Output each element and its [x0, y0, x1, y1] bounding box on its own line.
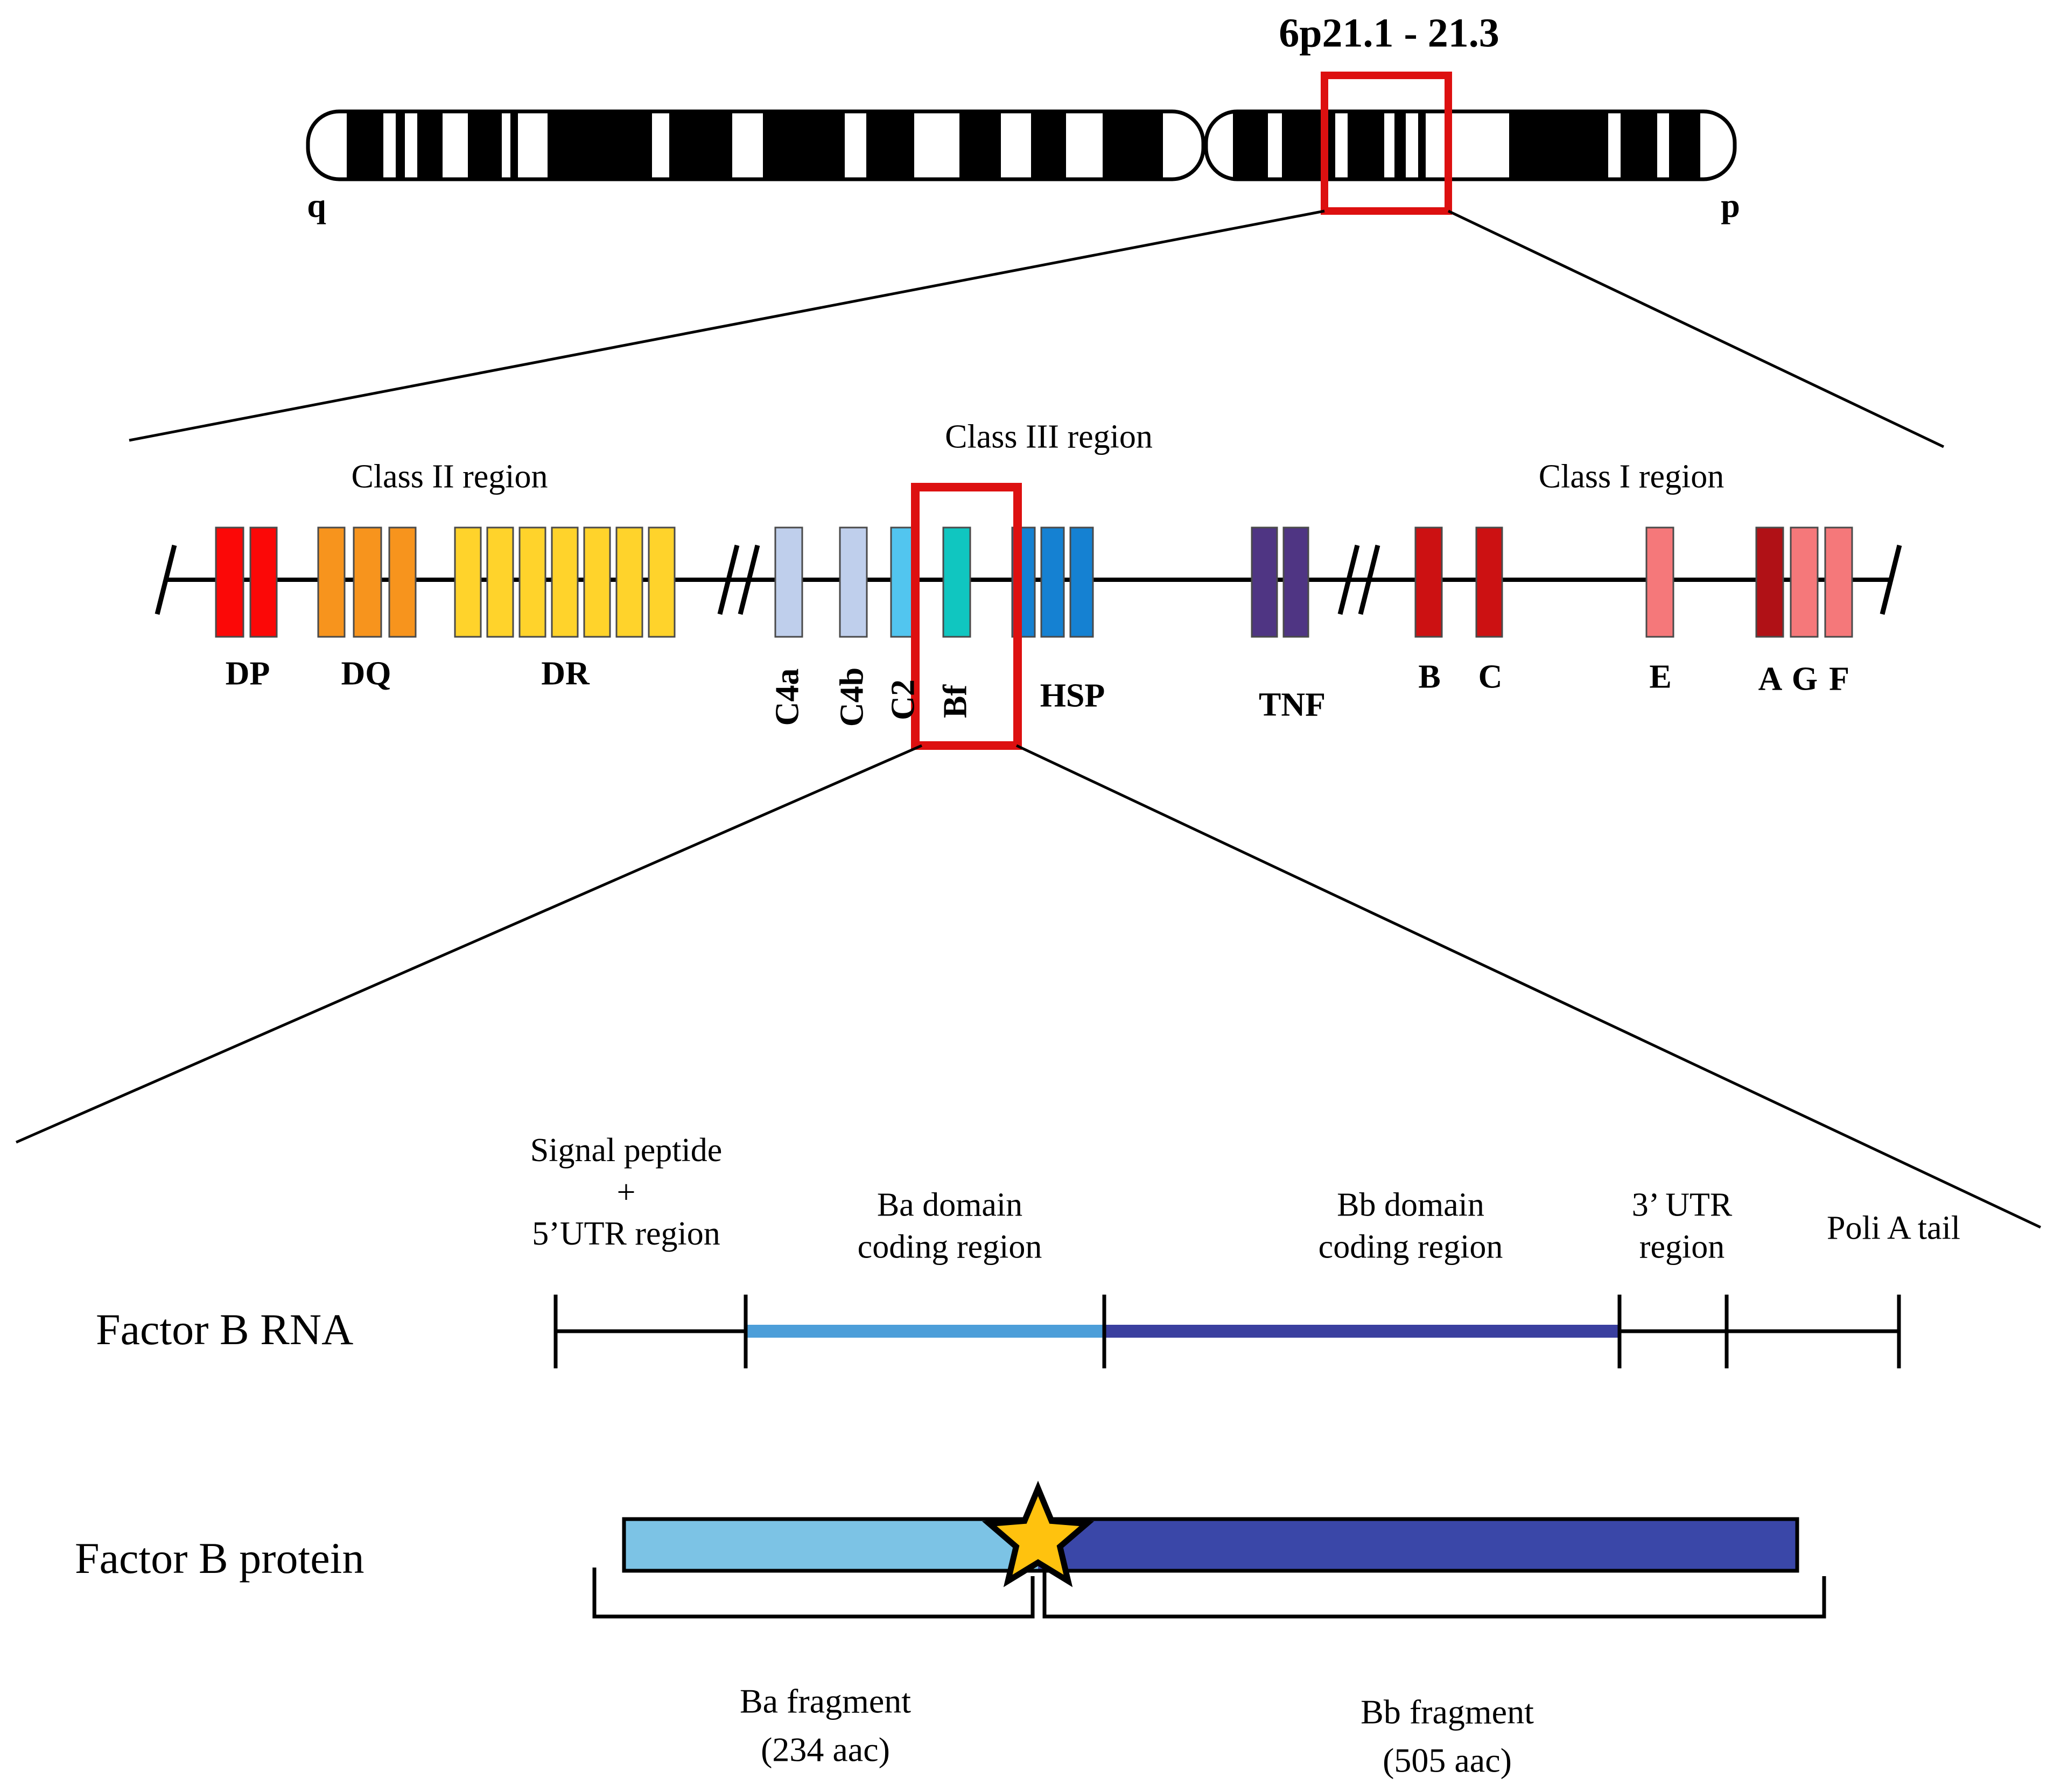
gene-box-dr	[454, 526, 482, 638]
gene-box-dq	[388, 526, 417, 638]
zoom-connector-line	[1015, 744, 2042, 1229]
axis-break-slash	[155, 544, 177, 615]
chromosome-band	[548, 113, 652, 178]
signal-peptide-label: Signal peptide + 5’UTR region	[530, 1132, 723, 1252]
gene-label-dr: DR	[541, 655, 590, 692]
gene-box-a	[1755, 526, 1784, 638]
gene-box-tnf	[1282, 526, 1309, 638]
chromosome-band	[959, 113, 1001, 178]
gene-box-dr	[551, 526, 579, 638]
bb-fragment-label: Bb fragment (505 aac)	[1361, 1692, 1534, 1779]
chromosome-band	[396, 113, 405, 178]
factor-b-rna-title: Factor B RNA	[96, 1304, 354, 1354]
gene-label-tnf: TNF	[1259, 686, 1326, 723]
gene-label-hsp: HSP	[1040, 677, 1105, 714]
chromosome-band	[669, 113, 732, 178]
gene-label-c: C	[1478, 658, 1503, 695]
gene-box-dq	[317, 526, 346, 638]
chromosome-arm-outline	[306, 109, 1205, 181]
class-iii-region-title: Class III region	[945, 418, 1153, 455]
axis-break-slash	[717, 544, 740, 615]
cleavage-site-star	[982, 1480, 1095, 1587]
gene-box-hsp	[1040, 526, 1065, 638]
bf-highlight-box	[911, 483, 1022, 750]
q-arm-label: q	[307, 186, 326, 224]
gene-box-dr	[518, 526, 546, 638]
gene-box-dr	[486, 526, 514, 638]
chromosome-band	[347, 113, 383, 178]
chromosome-band	[763, 113, 845, 178]
axis-break-slash	[1337, 544, 1360, 615]
gene-box-g	[1790, 526, 1819, 638]
gene-box-dr	[648, 526, 676, 638]
chromosome-band	[1348, 113, 1384, 178]
gene-box-dr	[583, 526, 611, 638]
axis-break-slash	[738, 544, 760, 615]
gene-box-bf	[942, 526, 971, 638]
zoom-connector-line	[129, 209, 1325, 442]
bb-domain-label: Bb domain coding region	[1318, 1186, 1503, 1266]
chromosome-band	[510, 113, 518, 178]
chromosome-band	[1103, 113, 1163, 178]
gene-label-e: E	[1649, 658, 1672, 695]
ba-domain-label: Ba domain coding region	[857, 1186, 1042, 1266]
chromosome-band	[1509, 113, 1608, 178]
chromosome-band	[1669, 113, 1700, 178]
rna-segment-ba-coding	[746, 1325, 1104, 1338]
rna-segment-bb-coding	[1104, 1325, 1620, 1338]
gene-box-tnf	[1251, 526, 1278, 638]
chromosome-band	[468, 113, 502, 178]
chromosome-band	[1418, 113, 1426, 178]
gene-label-dp: DP	[225, 655, 270, 692]
chromosome-arm-outline	[1204, 109, 1737, 181]
zoom-connector-line	[15, 744, 923, 1144]
protein-bar-outline	[622, 1517, 1799, 1573]
chromosome-highlight-box	[1321, 72, 1452, 215]
gene-label-c4a: C4a	[769, 668, 806, 726]
class-i-region-title: Class I region	[1538, 458, 1724, 495]
chromosome-band	[1394, 113, 1406, 178]
axis-break-slash	[1880, 544, 1902, 615]
gene-box-c4b	[839, 526, 868, 638]
gene-box-e	[1645, 526, 1674, 638]
zoom-connector-line	[1447, 209, 1945, 448]
gene-box-f	[1824, 526, 1853, 638]
ba-fragment-bracket	[592, 1568, 1035, 1619]
protein-ba-segment	[624, 1519, 1038, 1571]
gene-box-dr	[615, 526, 643, 638]
gene-label-a: A	[1758, 660, 1783, 698]
chromosome-band	[1233, 113, 1268, 178]
gene-label-b: B	[1418, 658, 1441, 695]
gene-label-f: F	[1829, 660, 1849, 698]
p-arm-label: p	[1721, 186, 1740, 224]
gene-box-c	[1475, 526, 1503, 638]
chromosome-band	[1621, 113, 1657, 178]
gene-label-c2: C2	[885, 679, 922, 720]
gene-box-b	[1414, 526, 1443, 638]
gene-label-dq: DQ	[341, 655, 391, 692]
gene-box-hsp	[1069, 526, 1094, 638]
chromosome-band	[1031, 113, 1066, 178]
gene-label-c4b: C4b	[833, 667, 871, 727]
gene-box-dp	[249, 526, 278, 638]
class-ii-region-title: Class II region	[351, 458, 548, 495]
chromosome-band	[417, 113, 443, 178]
factor-b-protein-title: Factor B protein	[75, 1533, 364, 1583]
ba-fragment-label: Ba fragment (234 aac)	[739, 1682, 912, 1768]
utr3-label: 3’ UTR region	[1631, 1186, 1733, 1266]
axis-break-slash	[1358, 544, 1380, 615]
bb-fragment-bracket	[1042, 1568, 1826, 1619]
chromosome-band	[866, 113, 914, 178]
gene-label-g: G	[1791, 660, 1818, 698]
gene-box-c4a	[774, 526, 803, 638]
band-title: 6p21.1 - 21.3	[1279, 10, 1499, 56]
gene-label-bf: Bf	[937, 685, 974, 718]
poli-a-label: Poli A tail	[1826, 1210, 1961, 1247]
gene-box-dq	[353, 526, 382, 638]
gene-box-dp	[215, 526, 244, 638]
protein-bb-segment	[1038, 1519, 1797, 1571]
